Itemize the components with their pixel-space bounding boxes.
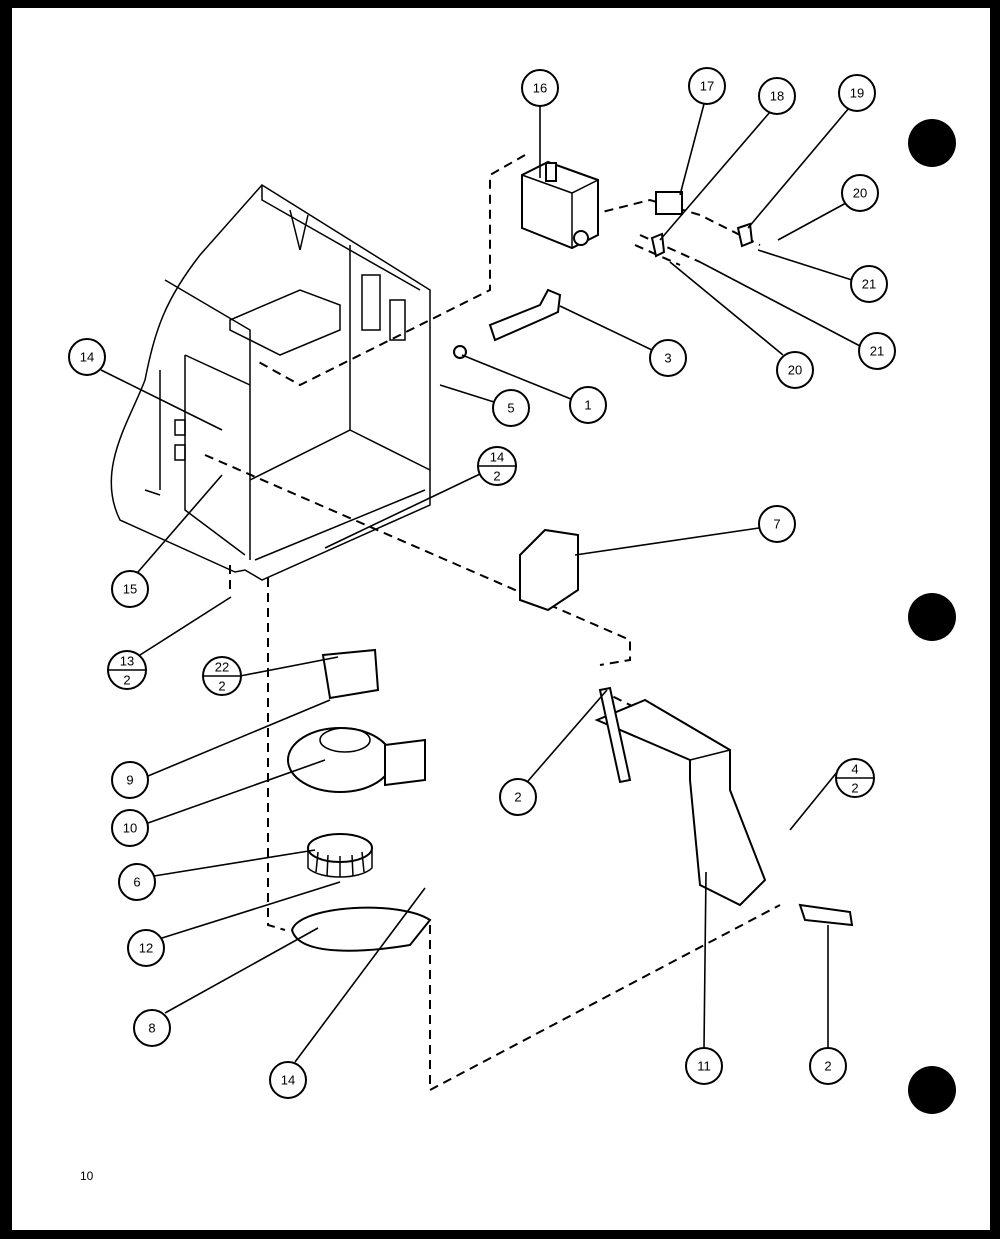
callout-label: 5	[507, 401, 514, 416]
callout-label: 19	[850, 86, 864, 101]
fan-motor-part	[321, 648, 380, 700]
callout-label: 1	[584, 398, 591, 413]
page-number: 10	[80, 1169, 94, 1183]
callout-8[interactable]: 8	[133, 1009, 171, 1047]
callout-label: 12	[139, 941, 153, 956]
callout-21[interactable]: 21	[858, 332, 896, 370]
callout-6[interactable]: 6	[118, 863, 156, 901]
bracket-part	[655, 191, 683, 215]
thermal-cutout-part	[488, 288, 562, 342]
callout-denominator: 2	[493, 469, 500, 484]
callout-20[interactable]: 20	[841, 174, 879, 212]
callout-17[interactable]: 17	[688, 67, 726, 105]
callout-label: 8	[148, 1021, 155, 1036]
callout-12[interactable]: 12	[127, 929, 165, 967]
callout-label: 2	[514, 790, 521, 805]
callout-label: 18	[770, 89, 784, 104]
callout-19[interactable]: 19	[838, 74, 876, 112]
binder-hole	[908, 593, 956, 641]
binder-hole	[908, 119, 956, 167]
callout-label: 9	[126, 773, 133, 788]
callout-label: 20	[788, 363, 802, 378]
leader-lines	[100, 103, 861, 1063]
callout-14-2[interactable]: 142	[477, 446, 517, 486]
callout-1[interactable]: 1	[569, 386, 607, 424]
callout-label: 10	[123, 821, 137, 836]
callout-label: 11	[697, 1059, 711, 1074]
switch-part	[736, 222, 754, 248]
callout-3[interactable]: 3	[649, 339, 687, 377]
callout-20[interactable]: 20	[776, 351, 814, 389]
callout-denominator: 2	[218, 679, 225, 694]
callout-label: 6	[133, 875, 140, 890]
callout-13-2[interactable]: 132	[107, 650, 147, 690]
callout-label: 2	[824, 1059, 831, 1074]
blower-housing-part	[287, 727, 426, 793]
callout-2[interactable]: 2	[809, 1047, 847, 1085]
callout-numerator: 22	[215, 660, 229, 675]
callout-14[interactable]: 14	[68, 338, 106, 376]
callout-10[interactable]: 10	[111, 809, 149, 847]
cabinet-assembly	[110, 184, 431, 581]
callout-11[interactable]: 11	[685, 1047, 723, 1085]
callout-label: 15	[123, 582, 137, 597]
callout-22-2[interactable]: 222	[202, 656, 242, 696]
control-board-part	[519, 528, 579, 612]
callout-9[interactable]: 9	[111, 761, 149, 799]
callout-18[interactable]: 18	[758, 77, 796, 115]
callout-21[interactable]: 21	[850, 265, 888, 303]
callout-label: 21	[870, 344, 884, 359]
callout-4-2[interactable]: 42	[835, 758, 875, 798]
callout-label: 7	[773, 517, 780, 532]
callout-5[interactable]: 5	[492, 389, 530, 427]
callout-16[interactable]: 16	[521, 69, 559, 107]
callout-label: 21	[862, 277, 876, 292]
callout-label: 17	[700, 79, 714, 94]
page-background	[12, 8, 990, 1230]
callout-7[interactable]: 7	[758, 505, 796, 543]
blower-wheel-part	[307, 833, 373, 878]
callout-label: 20	[853, 186, 867, 201]
callout-denominator: 2	[851, 781, 858, 796]
binder-hole	[908, 1066, 956, 1114]
callout-15[interactable]: 15	[111, 570, 149, 608]
callout-14[interactable]: 14	[269, 1061, 307, 1099]
callout-label: 14	[80, 350, 94, 365]
magnetron-part	[521, 160, 599, 250]
callout-label: 16	[533, 81, 547, 96]
air-duct-part	[594, 686, 854, 927]
callout-numerator: 4	[851, 762, 858, 777]
cover-plate-part	[290, 906, 432, 952]
callout-2[interactable]: 2	[499, 778, 537, 816]
callout-label: 14	[281, 1073, 295, 1088]
callout-denominator: 2	[123, 673, 130, 688]
callout-numerator: 13	[120, 654, 134, 669]
callout-numerator: 14	[490, 450, 504, 465]
callout-label: 3	[664, 351, 671, 366]
